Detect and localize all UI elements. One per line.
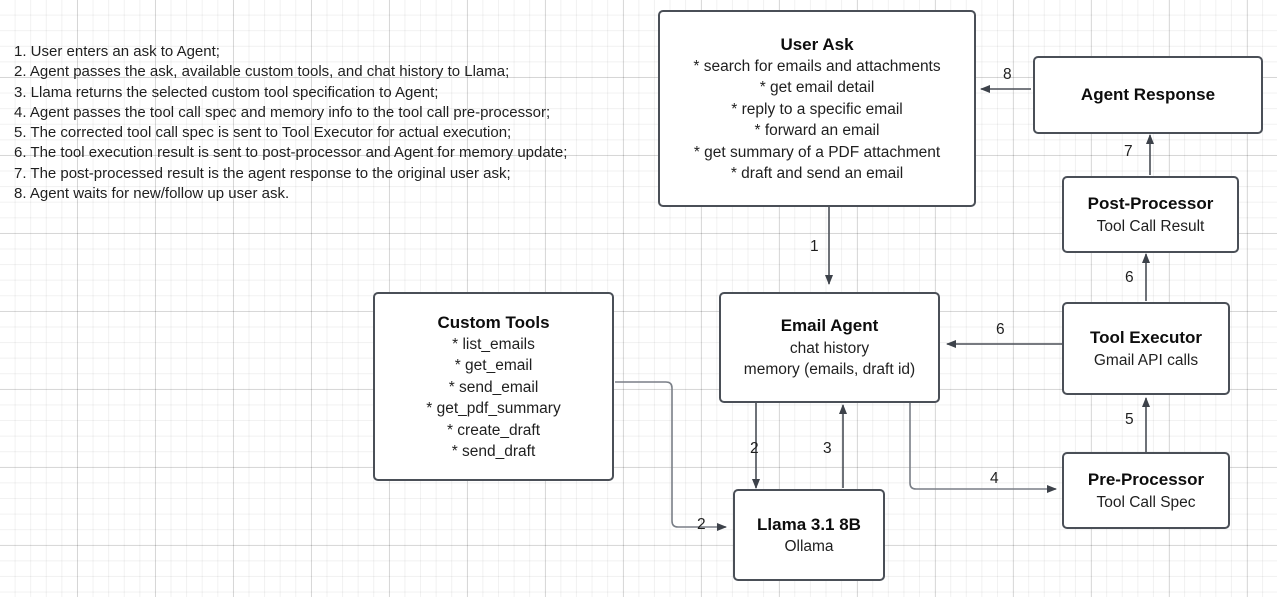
edge-4-email-agent-to-pre-processor <box>909 403 1057 493</box>
legend-step-2: 2. Agent passes the ask, available custo… <box>14 63 510 81</box>
node-user-ask-item-3: * reply to a specific email <box>731 100 903 118</box>
node-tool-executor-subtitle: Gmail API calls <box>1093 351 1199 369</box>
node-post-processor[interactable]: Post-Processor Tool Call Result <box>1062 176 1239 253</box>
edge-label-8: 8 <box>1003 66 1012 83</box>
edge-label-3: 3 <box>823 440 832 457</box>
node-llama-title: Llama 3.1 8B <box>757 514 861 534</box>
node-user-ask-item-4: * forward an email <box>754 122 880 140</box>
node-email-agent-title: Email Agent <box>780 316 879 336</box>
node-user-ask-item-1: * search for emails and attachments <box>693 58 941 76</box>
node-post-processor-subtitle: Tool Call Result <box>1096 217 1205 235</box>
node-email-agent[interactable]: Email Agent chat history memory (emails,… <box>719 292 940 403</box>
node-tool-executor-title: Tool Executor <box>1089 328 1203 348</box>
legend-step-6: 6. The tool execution result is sent to … <box>14 144 568 162</box>
node-post-processor-title: Post-Processor <box>1087 194 1214 214</box>
node-custom-tools[interactable]: Custom Tools * list_emails * get_email *… <box>373 292 614 481</box>
edge-label-4: 4 <box>990 470 999 487</box>
node-custom-tools-item-6: * send_draft <box>451 442 536 460</box>
node-llama-subtitle: Ollama <box>784 538 834 556</box>
node-custom-tools-item-5: * create_draft <box>446 421 541 439</box>
node-agent-response[interactable]: Agent Response <box>1033 56 1263 134</box>
node-custom-tools-item-2: * get_email <box>454 357 533 375</box>
edge-label-2-tools-llama: 2 <box>697 516 706 533</box>
legend-step-7: 7. The post-processed result is the agen… <box>14 164 511 182</box>
node-tool-executor[interactable]: Tool Executor Gmail API calls <box>1062 302 1230 395</box>
node-user-ask-item-2: * get email detail <box>759 79 875 97</box>
node-custom-tools-item-1: * list_emails <box>452 336 535 354</box>
edge-label-6-exec-post: 6 <box>1125 269 1134 286</box>
node-user-ask-item-5: * get summary of a PDF attachment <box>693 143 941 161</box>
node-user-ask[interactable]: User Ask * search for emails and attachm… <box>658 10 976 207</box>
legend-step-5: 5. The corrected tool call spec is sent … <box>14 124 512 142</box>
process-steps-legend: 1. User enters an ask to Agent; 2. Agent… <box>14 42 567 204</box>
legend-step-4: 4. Agent passes the tool call spec and m… <box>14 103 551 121</box>
node-email-agent-memory: memory (emails, draft id) <box>743 361 916 379</box>
edge-2-custom-tools-to-llama <box>615 381 727 531</box>
node-pre-processor-title: Pre-Processor <box>1087 470 1205 490</box>
node-pre-processor[interactable]: Pre-Processor Tool Call Spec <box>1062 452 1230 529</box>
legend-step-1: 1. User enters an ask to Agent; <box>14 43 220 60</box>
node-custom-tools-title: Custom Tools <box>437 312 550 332</box>
edge-label-1: 1 <box>810 238 819 255</box>
node-agent-response-title: Agent Response <box>1080 85 1216 105</box>
node-email-agent-chat-history: chat history <box>789 339 870 357</box>
node-user-ask-title: User Ask <box>780 34 854 54</box>
edge-label-6-exec-agent: 6 <box>996 321 1005 338</box>
legend-step-8: 8. Agent waits for new/follow up user as… <box>14 185 290 203</box>
edge-label-5: 5 <box>1125 411 1134 428</box>
legend-step-3: 3. Llama returns the selected custom too… <box>14 83 439 101</box>
edge-label-2-agent-llama: 2 <box>750 440 759 457</box>
node-pre-processor-subtitle: Tool Call Spec <box>1096 493 1196 511</box>
node-custom-tools-item-3: * send_email <box>448 378 539 396</box>
edge-label-7: 7 <box>1124 143 1133 160</box>
node-llama[interactable]: Llama 3.1 8B Ollama <box>733 489 885 581</box>
node-custom-tools-item-4: * get_pdf_summary <box>426 400 561 418</box>
node-user-ask-item-6: * draft and send an email <box>730 164 904 182</box>
